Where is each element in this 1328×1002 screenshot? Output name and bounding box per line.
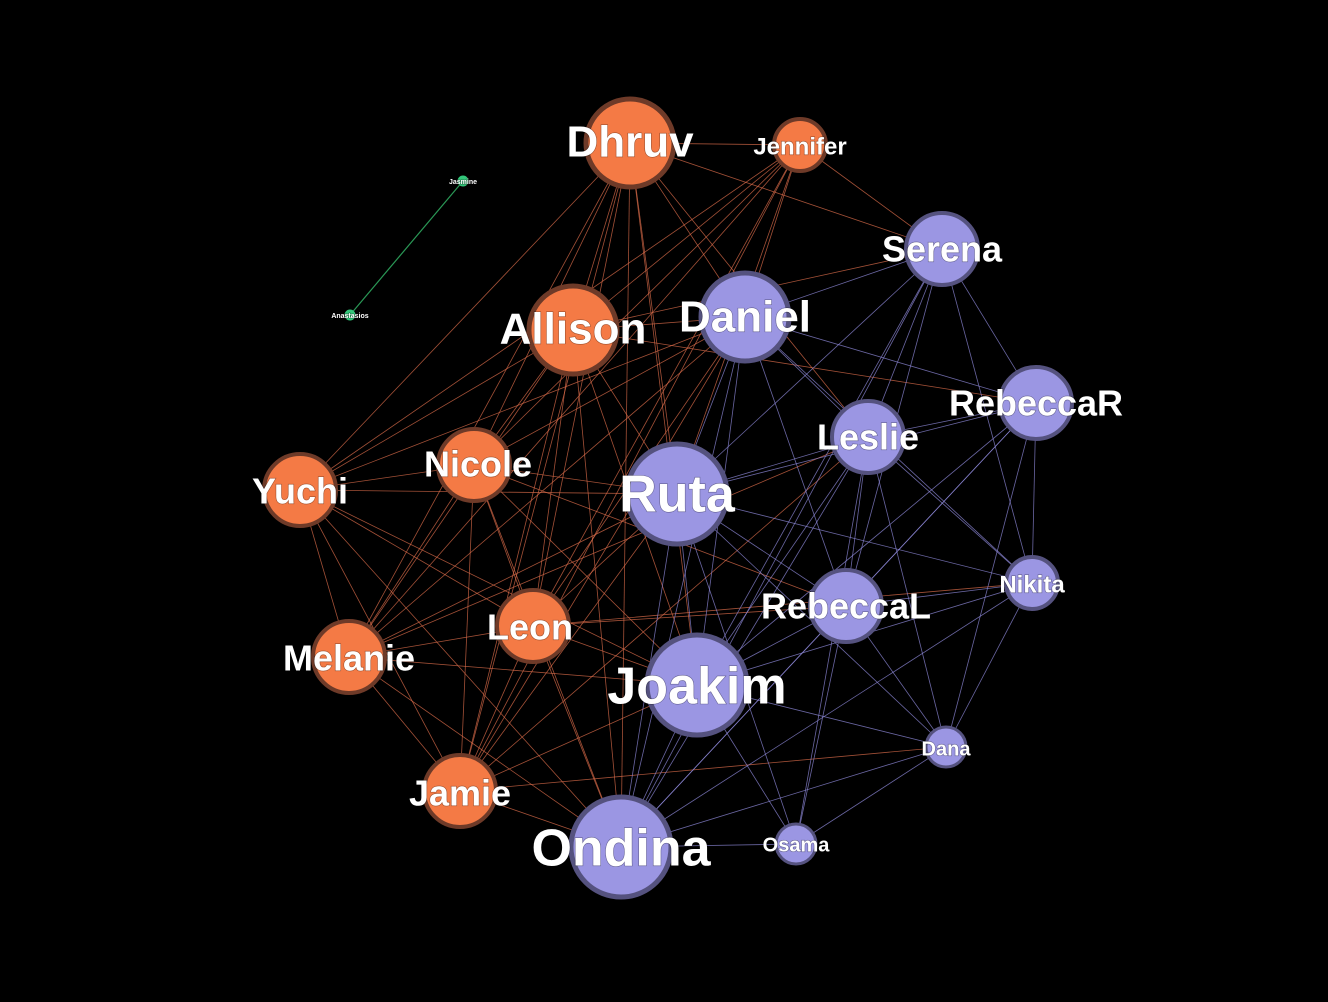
edge-leslie-ondina [620, 436, 869, 848]
edge-dhruv-leon [532, 142, 631, 627]
node-label-jasmine: Jasmine [449, 179, 477, 186]
node-jasmine[interactable] [457, 175, 469, 187]
node-rebeccal[interactable] [808, 568, 884, 644]
edge-daniel-ondina [620, 316, 746, 848]
node-daniel[interactable] [698, 270, 792, 364]
edge-jasmine-anastasios [349, 180, 464, 316]
edge-rebeccar-dana [945, 402, 1037, 748]
node-jamie[interactable] [422, 753, 498, 829]
edge-nicole-daniel [473, 316, 746, 466]
edge-yuchi-daniel [299, 316, 746, 491]
nodes-layer [262, 96, 1074, 900]
node-label-yuchi: Yuchi [252, 471, 348, 512]
edge-osama-dana [795, 746, 947, 845]
node-label-jennifer: Jennifer [753, 133, 846, 160]
node-label-anastasios: Anastasios [331, 313, 368, 320]
node-ruta[interactable] [624, 441, 730, 547]
edge-jennifer-nicole [473, 144, 801, 466]
node-label-dana: Dana [922, 738, 972, 760]
edge-dhruv-melanie [348, 142, 631, 658]
edge-rebeccal-ondina [620, 605, 847, 848]
edge-jamie-dana [459, 746, 947, 792]
edge-jennifer-leon [532, 144, 801, 627]
edge-dhruv-ruta [629, 142, 678, 495]
node-leon[interactable] [495, 588, 571, 664]
edge-dhruv-yuchi [299, 142, 631, 491]
edge-jennifer-melanie [348, 144, 801, 658]
edge-ondina-dana [620, 746, 947, 848]
node-osama[interactable] [774, 822, 818, 866]
edge-allison-rebeccar [572, 329, 1037, 404]
node-label-rebeccal: RebeccaL [761, 586, 931, 627]
edge-jamie-ruta [459, 493, 678, 792]
edge-yuchi-joakim [299, 489, 698, 686]
edge-jamie-leslie [459, 436, 869, 792]
node-label-serena: Serena [882, 229, 1003, 270]
node-label-ondina: Ondina [531, 820, 711, 878]
edge-melanie-joakim [348, 656, 698, 686]
node-ondina[interactable] [568, 794, 674, 900]
node-label-jamie: Jamie [409, 773, 511, 814]
node-label-joakim: Joakim [607, 658, 786, 716]
edge-nicole-melanie [348, 464, 475, 658]
edge-leon-nikita [532, 582, 1033, 627]
node-anastasios[interactable] [344, 309, 356, 321]
node-label-leslie: Leslie [817, 417, 919, 458]
edge-ruta-nikita [676, 493, 1033, 584]
node-nikita[interactable] [1004, 555, 1060, 611]
edge-melanie-leslie [348, 436, 869, 658]
edge-nicole-jamie [459, 464, 475, 792]
edge-dhruv-serena [629, 142, 943, 250]
node-dana[interactable] [924, 725, 968, 769]
node-label-nicole: Nicole [424, 444, 532, 485]
node-label-leon: Leon [487, 607, 573, 648]
edge-serena-ondina [620, 248, 943, 848]
node-label-allison: Allison [500, 305, 647, 354]
node-label-daniel: Daniel [679, 293, 811, 342]
edge-melanie-daniel [348, 316, 746, 658]
node-label-melanie: Melanie [283, 638, 415, 679]
edge-daniel-rebeccal [744, 316, 847, 607]
edge-allison-yuchi [299, 329, 574, 491]
edge-dhruv-jamie [459, 142, 631, 792]
node-dhruv[interactable] [583, 96, 677, 190]
edge-jennifer-jamie [459, 144, 801, 792]
node-leslie[interactable] [830, 399, 906, 475]
node-yuchi[interactable] [262, 452, 338, 528]
node-label-dhruv: Dhruv [566, 118, 694, 167]
edge-nikita-dana [945, 582, 1033, 748]
node-nicole[interactable] [436, 427, 512, 503]
edge-yuchi-leon [299, 489, 534, 627]
node-label-osama: Osama [763, 834, 831, 856]
edge-allison-jamie [459, 329, 574, 792]
edge-allison-leon [532, 329, 574, 627]
node-melanie[interactable] [311, 619, 387, 695]
edge-yuchi-ondina [299, 489, 622, 848]
node-allison[interactable] [526, 283, 620, 377]
edge-jamie-daniel [459, 316, 746, 792]
edge-serena-nikita [941, 248, 1033, 584]
edge-leslie-dana [867, 436, 947, 748]
edge-serena-ruta [676, 248, 943, 495]
node-label-ruta: Ruta [619, 466, 736, 524]
node-rebeccar[interactable] [998, 365, 1074, 441]
node-serena[interactable] [904, 211, 980, 287]
edge-allison-ondina [572, 329, 622, 848]
edge-serena-joakim [696, 248, 943, 686]
edge-jennifer-allison [572, 144, 801, 331]
edge-melanie-ondina [348, 656, 622, 848]
node-joakim[interactable] [644, 632, 750, 738]
node-jennifer[interactable] [772, 117, 828, 173]
node-label-rebeccar: RebeccaR [949, 383, 1123, 424]
edge-daniel-rebeccar [744, 316, 1037, 404]
edge-rebeccal-osama [795, 605, 847, 845]
node-label-nikita: Nikita [999, 571, 1065, 598]
edge-ondina-nikita [620, 582, 1033, 848]
edge-rebeccar-joakim [696, 402, 1037, 686]
